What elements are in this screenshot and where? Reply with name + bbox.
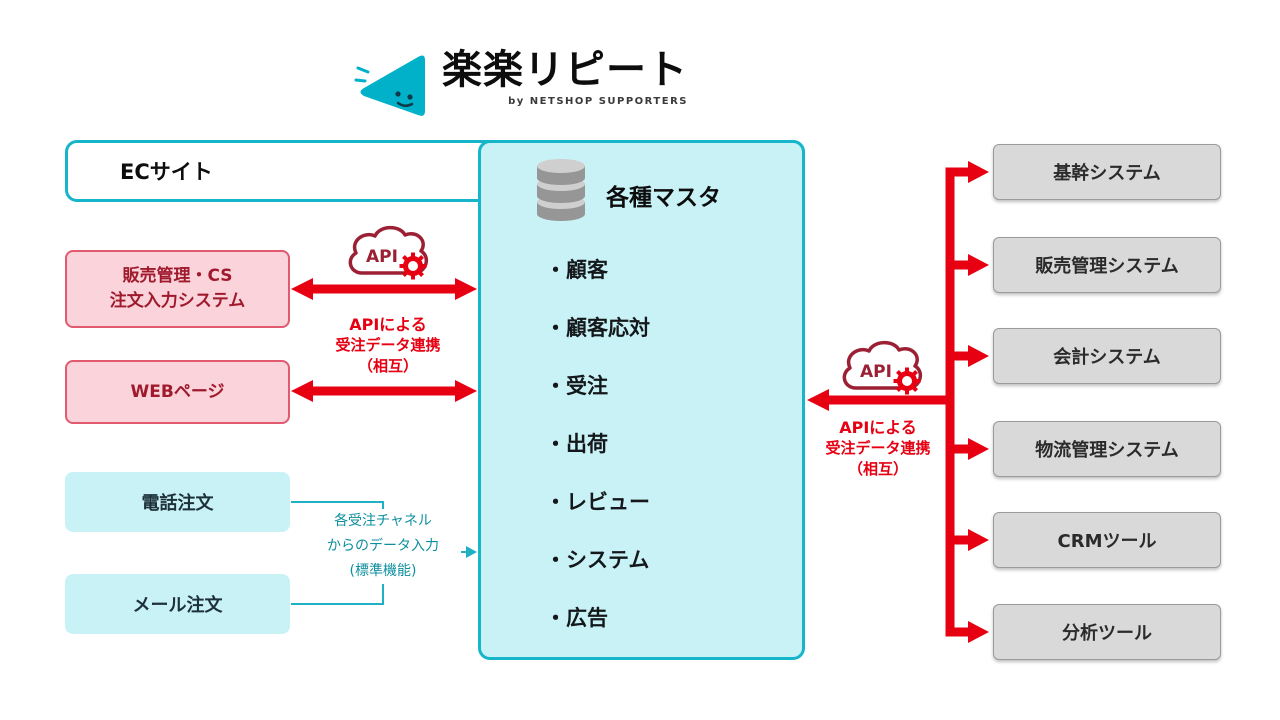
system-box-core: 基幹システム — [993, 144, 1221, 200]
system-box-sales-management-label: 販売管理システム — [1035, 256, 1179, 277]
channel-note-line2: からのデータ入力 — [327, 538, 439, 554]
master-panel — [478, 140, 805, 660]
box-sales-cs-line1: 販売管理・CS — [122, 266, 233, 287]
box-sales-cs-order-system: 販売管理・CS 注文入力システム — [65, 250, 290, 328]
database-icon — [537, 159, 585, 221]
master-list: ・顧客 ・顧客応対 ・受注 ・出荷 ・レビュー ・システム ・広告 — [545, 240, 765, 646]
box-web-page-label: WEBページ — [130, 381, 225, 402]
system-box-logistics: 物流管理システム — [993, 421, 1221, 477]
master-item: ・顧客 — [545, 258, 608, 282]
system-box-sales-management: 販売管理システム — [993, 237, 1221, 293]
api-note-left-line1: APIによる — [349, 315, 427, 334]
api-note-left-line3: （相互） — [357, 357, 418, 375]
double-arrow-web-master — [291, 380, 477, 402]
api-note-right-line1: APIによる — [839, 418, 917, 437]
channel-note-line3: (標準機能) — [349, 563, 417, 579]
box-phone-order-label: 電話注文 — [141, 493, 214, 514]
api-cloud-icon-right: API — [842, 340, 923, 395]
system-box-analytics-tool-label: 分析ツール — [1062, 623, 1152, 644]
channel-input-note: 各受注チャネル からのデータ入力 (標準機能) — [305, 509, 461, 584]
box-phone-order: 電話注文 — [65, 472, 290, 532]
master-item: ・受注 — [545, 374, 608, 398]
system-box-crm-tool-label: CRMツール — [1057, 531, 1157, 552]
api-note-right-line2: 受注データ連携 — [825, 439, 931, 457]
system-box-crm-tool: CRMツール — [993, 512, 1221, 568]
master-item: ・顧客応対 — [545, 316, 650, 340]
box-web-page: WEBページ — [65, 360, 290, 424]
api-cloud-label: API — [366, 247, 398, 267]
master-item: ・システム — [545, 548, 650, 572]
system-box-accounting-label: 会計システム — [1053, 347, 1161, 368]
api-note-left-line2: 受注データ連携 — [335, 336, 441, 354]
ec-site-label: ECサイト — [120, 160, 213, 184]
api-cloud-label: API — [860, 362, 892, 382]
gear-icon — [399, 252, 427, 280]
system-box-analytics-tool: 分析ツール — [993, 604, 1221, 660]
api-note-left: APIによる 受注データ連携 （相互） — [303, 314, 473, 377]
api-note-right: APIによる 受注データ連携 （相互） — [793, 417, 963, 480]
system-box-logistics-label: 物流管理システム — [1035, 440, 1179, 461]
master-item: ・広告 — [545, 606, 608, 630]
logo: 楽楽リピート by NETSHOP SUPPORTERS — [352, 50, 688, 122]
channel-note-line1: 各受注チャネル — [334, 513, 432, 529]
system-box-accounting: 会計システム — [993, 328, 1221, 384]
system-box-core-label: 基幹システム — [1053, 163, 1161, 184]
master-item: ・レビュー — [545, 490, 650, 514]
api-trunk-arrows — [807, 161, 989, 643]
api-note-right-line3: （相互） — [847, 460, 908, 478]
box-mail-order-label: メール注文 — [132, 595, 223, 616]
logo-subtitle: by NETSHOP SUPPORTERS — [508, 96, 688, 107]
box-sales-cs-line2: 注文入力システム — [109, 291, 246, 311]
master-item: ・出荷 — [545, 432, 608, 456]
box-mail-order: メール注文 — [65, 574, 290, 634]
gear-icon — [893, 367, 921, 395]
api-cloud-icon-left: API — [348, 225, 429, 280]
logo-fish-icon — [354, 55, 425, 116]
logo-title: 楽楽リピート — [442, 47, 688, 93]
master-title: 各種マスタ — [606, 185, 721, 211]
